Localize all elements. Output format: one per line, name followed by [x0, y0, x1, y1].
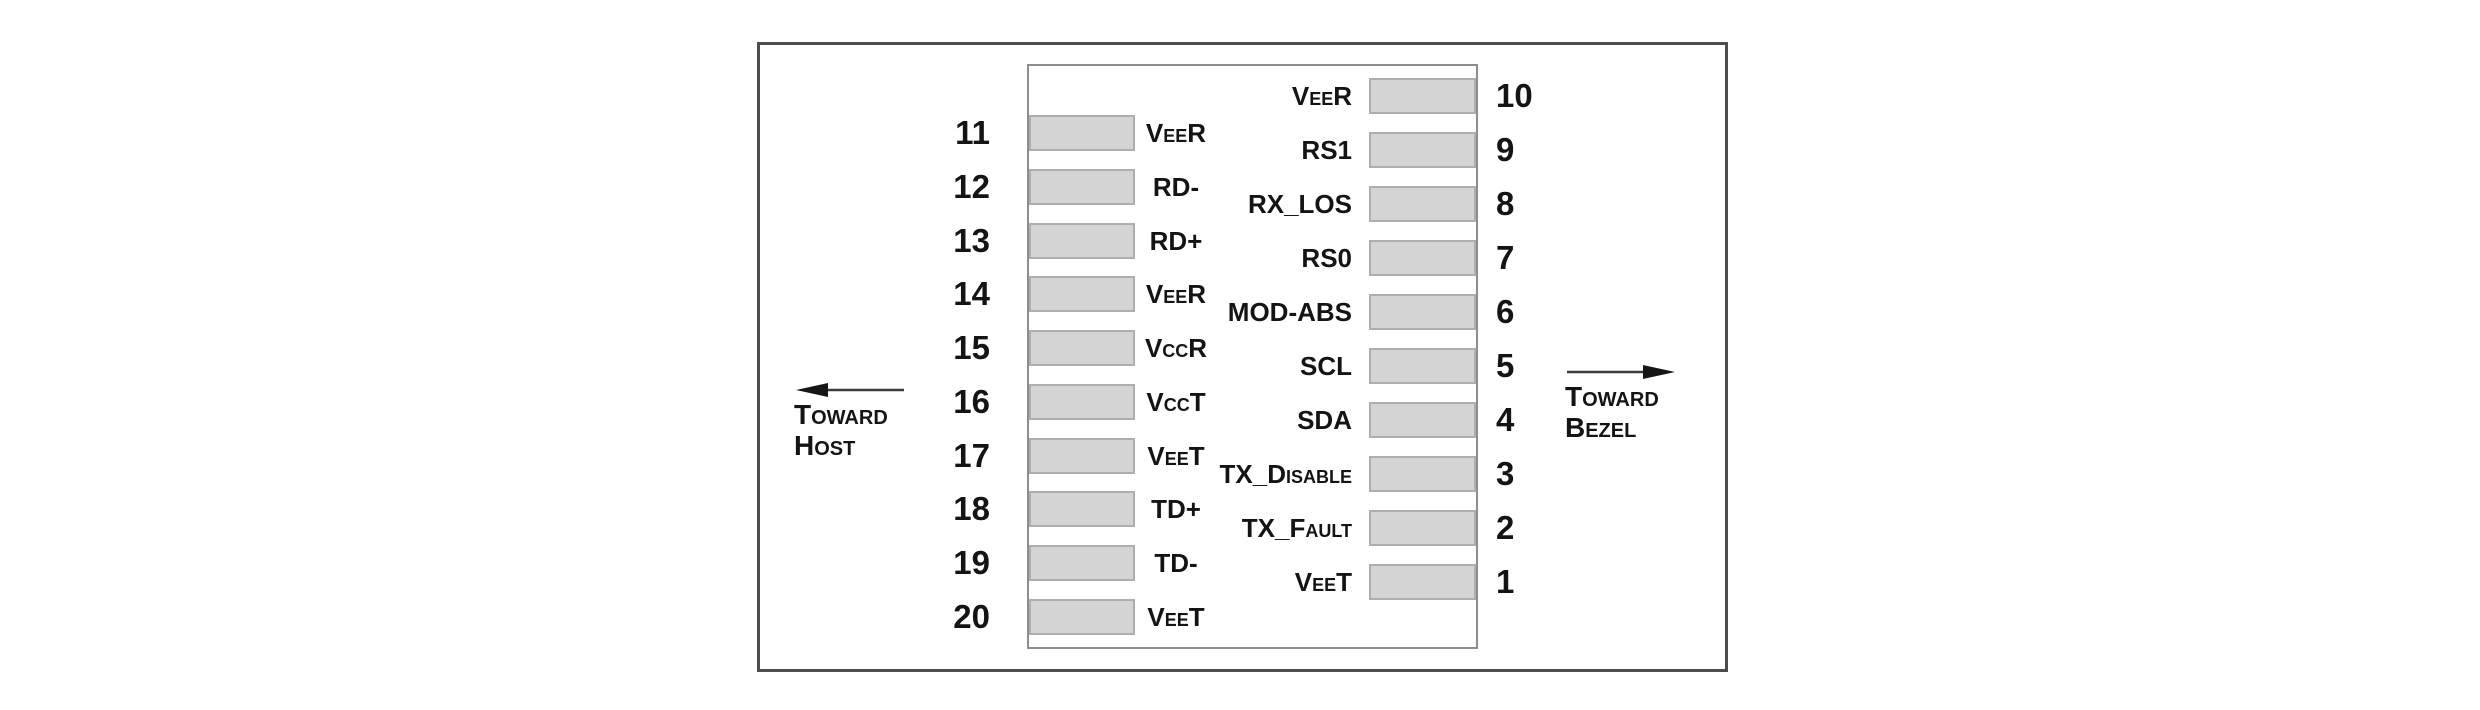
- pin-19-label: TD-: [1154, 548, 1198, 578]
- pin-12-pad: [1029, 169, 1135, 205]
- pin-8-pad: [1369, 186, 1476, 222]
- toward-host-annotation: Toward Host: [794, 382, 906, 461]
- pin-9-pad: [1369, 132, 1476, 168]
- pin-12-number: 12: [953, 168, 990, 205]
- arrow-right-icon: [1567, 365, 1675, 379]
- arrow-left-icon: [796, 383, 904, 397]
- pin-18-label: TD+: [1151, 494, 1201, 524]
- toward-host-line2: Host: [794, 430, 856, 461]
- pin-13-label: RD+: [1149, 226, 1203, 256]
- pin-14-label: VeeR: [1145, 279, 1207, 309]
- pin-7-label: RS0: [1301, 243, 1352, 273]
- pin-15-pad: [1029, 330, 1135, 366]
- pin-4-pad: [1369, 402, 1476, 438]
- toward-bezel-annotation: Toward Bezel: [1565, 364, 1677, 443]
- pin-1-pad: [1369, 564, 1476, 600]
- pin-2-label: TX_Fault: [1241, 513, 1352, 543]
- pin-7-pad: [1369, 240, 1476, 276]
- pin-2-pad: [1369, 510, 1476, 546]
- pin-17-pad: [1029, 438, 1135, 474]
- toward-bezel-line1: Toward: [1565, 381, 1659, 412]
- pin-16-label: VccT: [1146, 387, 1206, 417]
- pin-3-pad: [1369, 456, 1476, 492]
- pin-10-label: VeeR: [1291, 81, 1352, 111]
- pin-3-label: TX_Disable: [1219, 459, 1352, 489]
- pin-6-pad: [1369, 294, 1476, 330]
- pin-16-pad: [1029, 384, 1135, 420]
- pin-11-number: 11: [955, 114, 990, 151]
- toward-host-line1: Toward: [794, 399, 888, 430]
- pin-14-pad: [1029, 276, 1135, 312]
- pin-12-label: RD-: [1152, 172, 1200, 202]
- pin-5-number: 5: [1496, 347, 1515, 384]
- pin-8-label: RX_LOS: [1247, 189, 1352, 219]
- pin-4-label: SDA: [1297, 405, 1352, 435]
- pin-19-pad: [1029, 545, 1135, 581]
- pin-14-number: 14: [953, 275, 990, 312]
- pin-7-number: 7: [1496, 239, 1515, 276]
- pin-11-label: VeeR: [1145, 118, 1207, 148]
- pin-3-number: 3: [1496, 455, 1515, 492]
- toward-host-label: Toward Host: [794, 399, 906, 461]
- pin-20-number: 20: [953, 598, 990, 635]
- pin-15-number: 15: [953, 329, 990, 366]
- pin-13-number: 13: [953, 222, 990, 259]
- pin-11-pad: [1029, 115, 1135, 151]
- pin-5-pad: [1369, 348, 1476, 384]
- pin-18-pad: [1029, 491, 1135, 527]
- pin-13-pad: [1029, 223, 1135, 259]
- toward-bezel-label: Toward Bezel: [1565, 381, 1677, 443]
- pin-5-label: SCL: [1300, 351, 1352, 381]
- pin-4-number: 4: [1496, 401, 1515, 438]
- pin-2-number: 2: [1496, 509, 1515, 546]
- pin-16-number: 16: [953, 383, 990, 420]
- pin-9-label: RS1: [1301, 135, 1352, 165]
- pin-17-number: 17: [953, 437, 990, 474]
- pin-20-label: VeeT: [1147, 602, 1205, 632]
- pin-15-label: VccR: [1144, 333, 1208, 363]
- pin-1-number: 1: [1496, 563, 1515, 600]
- pin-1-label: VeeT: [1294, 567, 1352, 597]
- pin-6-label: MOD-ABS: [1227, 297, 1352, 327]
- pin-19-number: 19: [953, 544, 990, 581]
- pin-20-pad: [1029, 599, 1135, 635]
- pin-17-label: VeeT: [1147, 441, 1205, 471]
- pin-10-pad: [1369, 78, 1476, 114]
- pin-9-number: 9: [1496, 131, 1515, 168]
- pin-18-number: 18: [953, 490, 990, 527]
- toward-bezel-line2: Bezel: [1565, 412, 1637, 443]
- pin-8-number: 8: [1496, 185, 1515, 222]
- pin-6-number: 6: [1496, 293, 1515, 330]
- pin-10-number: 10: [1496, 77, 1533, 114]
